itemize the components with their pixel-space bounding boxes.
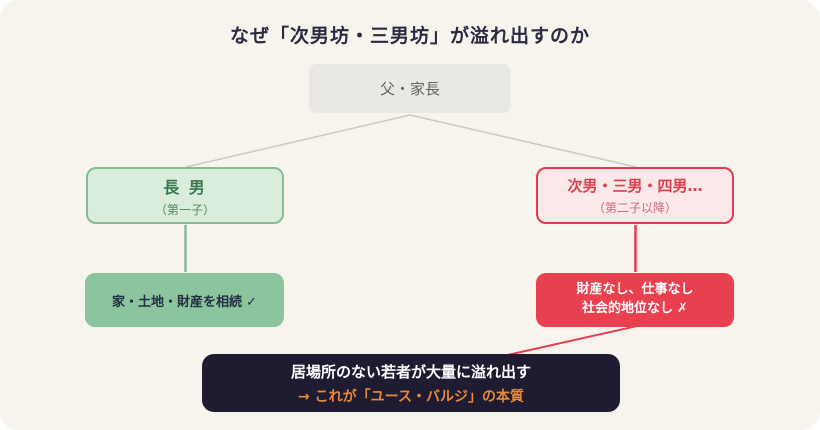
younger-sons-title: 次男・三男・四男… [567, 177, 703, 195]
younger-outcome-line1: 財産なし、仕事なし [576, 282, 694, 298]
diagram-title: なぜ「次男坊・三男坊」が溢れ出すのか [229, 25, 590, 47]
eldest-son-node: 長 男 （第一子） [86, 167, 284, 224]
younger-sons-node: 次男・三男・四男… （第二子以降） [536, 167, 734, 224]
conclusion-line2: → これが「ユース・バルジ」の本質 [298, 388, 524, 405]
conclusion-node: 居場所のない若者が大量に溢れ出す → これが「ユース・バルジ」の本質 [202, 354, 620, 412]
younger-sons-subtitle: （第二子以降） [592, 201, 677, 215]
root-node-label: 父・家長 [379, 80, 440, 98]
cross-icon: ✗ [677, 301, 688, 316]
eldest-outcome-node: 家・土地・財産を相続✓ [85, 273, 284, 327]
eldest-outcome-label: 家・土地・財産を相続 [112, 294, 243, 310]
edge-root-to-younger [409, 114, 637, 168]
conclusion-line1: 居場所のない若者が大量に溢れ出す [290, 362, 531, 381]
eldest-son-subtitle: （第一子） [154, 202, 215, 217]
edge-outcome-to-conclusion [502, 325, 638, 357]
younger-outcome-node: 財産なし、仕事なし 社会的地位なし✗ [536, 273, 734, 327]
edge-root-to-eldest [185, 114, 411, 168]
check-icon: ✓ [246, 294, 257, 310]
root-node-father: 父・家長 [309, 64, 511, 113]
eldest-son-title: 長 男 [163, 177, 207, 197]
younger-outcome-line2: 社会的地位なし [582, 301, 674, 316]
